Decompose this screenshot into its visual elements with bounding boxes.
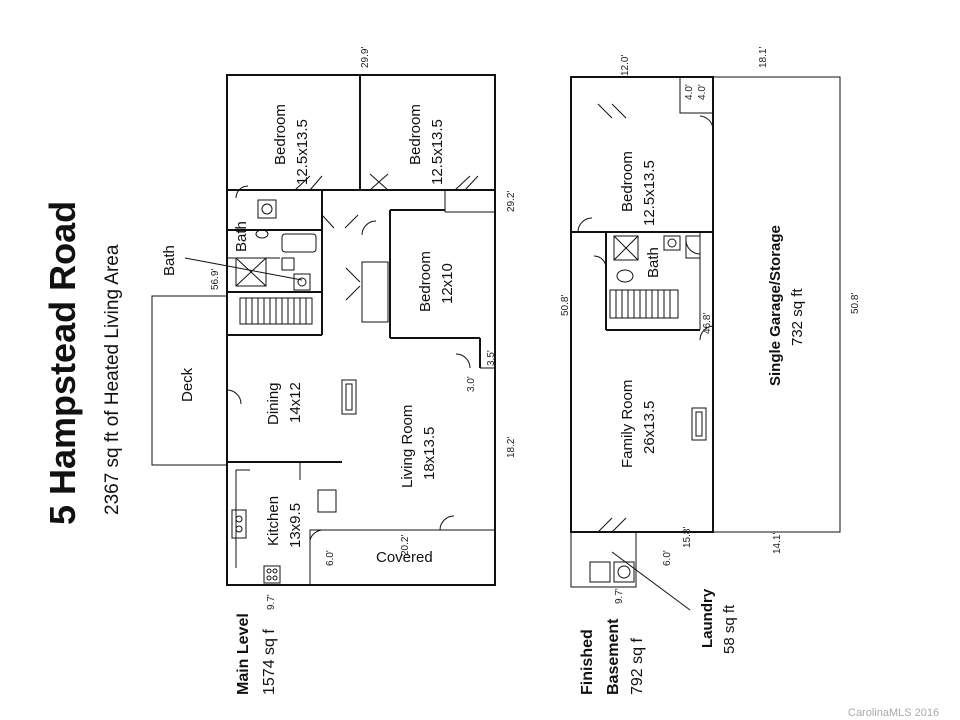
main-level-plan xyxy=(151,74,496,586)
bedroom-3-name: Bedroom xyxy=(417,251,434,312)
dim-56-9: 56.9' xyxy=(210,269,221,290)
garage-area: 732 sq ft xyxy=(789,288,806,346)
dim-29-9: 29.9' xyxy=(360,47,371,68)
basement-bath-name: Bath xyxy=(645,247,662,278)
dim-6-0: 6.0' xyxy=(325,550,336,566)
family-room-size: 26x13.5 xyxy=(641,401,658,454)
kitchen-name: Kitchen xyxy=(265,496,282,546)
laundry-room xyxy=(570,531,637,588)
basement-outer-wall xyxy=(570,76,714,533)
bedroom-2-size: 12.5x13.5 xyxy=(429,119,446,185)
dim-4-0b: 4.0' xyxy=(697,84,708,100)
covered-porch xyxy=(309,529,496,586)
dim-29-2: 29.2' xyxy=(506,191,517,212)
basement-bedroom-size: 12.5x13.5 xyxy=(641,160,658,226)
dim-6-0b: 6.0' xyxy=(662,550,673,566)
garage-name: Single Garage/Storage xyxy=(767,225,784,386)
dim-50-8a: 50.8' xyxy=(560,295,571,316)
garage-outline xyxy=(713,76,841,533)
bedroom-1-size: 12.5x13.5 xyxy=(294,119,311,185)
main-level-area: 1574 sq f xyxy=(261,629,278,695)
basement-stairs xyxy=(609,289,679,319)
family-room-name: Family Room xyxy=(619,380,636,468)
dim-12-0: 12.0' xyxy=(620,55,631,76)
living-room-name: Living Room xyxy=(399,405,416,488)
basement-label-line1: Finished xyxy=(579,629,596,695)
basement-plan xyxy=(570,76,841,611)
kitchen-size: 13x9.5 xyxy=(287,503,304,548)
deck-name: Deck xyxy=(179,367,196,402)
plan-subtitle: 2367 sq ft of Heated Living Area xyxy=(102,244,123,515)
watermark: CarolinaMLS 2016 xyxy=(848,707,939,719)
living-room-size: 18x13.5 xyxy=(421,427,438,480)
bedroom-3-size: 12x10 xyxy=(439,263,456,304)
dim-3-0: 3.0' xyxy=(466,376,477,392)
covered-name: Covered xyxy=(376,549,433,566)
dining-size: 14x12 xyxy=(287,382,304,423)
basement-area: 792 sq f xyxy=(629,638,646,695)
dim-46-8: 46.8' xyxy=(702,313,713,334)
laundry-area: 58 sq ft xyxy=(721,604,738,654)
main-level-label: Main Level xyxy=(235,613,252,695)
dim-14-1: 14.1' xyxy=(772,533,783,554)
dining-name: Dining xyxy=(265,382,282,425)
dim-9-7b: 9.7' xyxy=(614,588,625,604)
basement-bedroom-name: Bedroom xyxy=(619,151,636,212)
plan-title: 5 Hampstead Road xyxy=(42,201,83,525)
bath-1-name: Bath xyxy=(233,221,250,252)
dim-50-8b: 50.8' xyxy=(850,293,861,314)
dim-4-0a: 4.0' xyxy=(684,84,695,100)
dim-3-5: 3.5' xyxy=(486,350,497,366)
dim-18-2: 18.2' xyxy=(506,437,517,458)
bedroom-2-name: Bedroom xyxy=(407,104,424,165)
bath-2-name: Bath xyxy=(161,245,178,276)
basement-label-line2: Basement xyxy=(605,618,622,695)
dim-18-1: 18.1' xyxy=(758,47,769,68)
dim-9-7: 9.7' xyxy=(266,594,277,610)
laundry-name: Laundry xyxy=(699,588,716,648)
bedroom-1-name: Bedroom xyxy=(272,104,289,165)
dim-20-2: 20.2' xyxy=(400,535,411,556)
dim-15-8: 15.8' xyxy=(682,527,693,548)
deck-outline xyxy=(151,295,227,466)
